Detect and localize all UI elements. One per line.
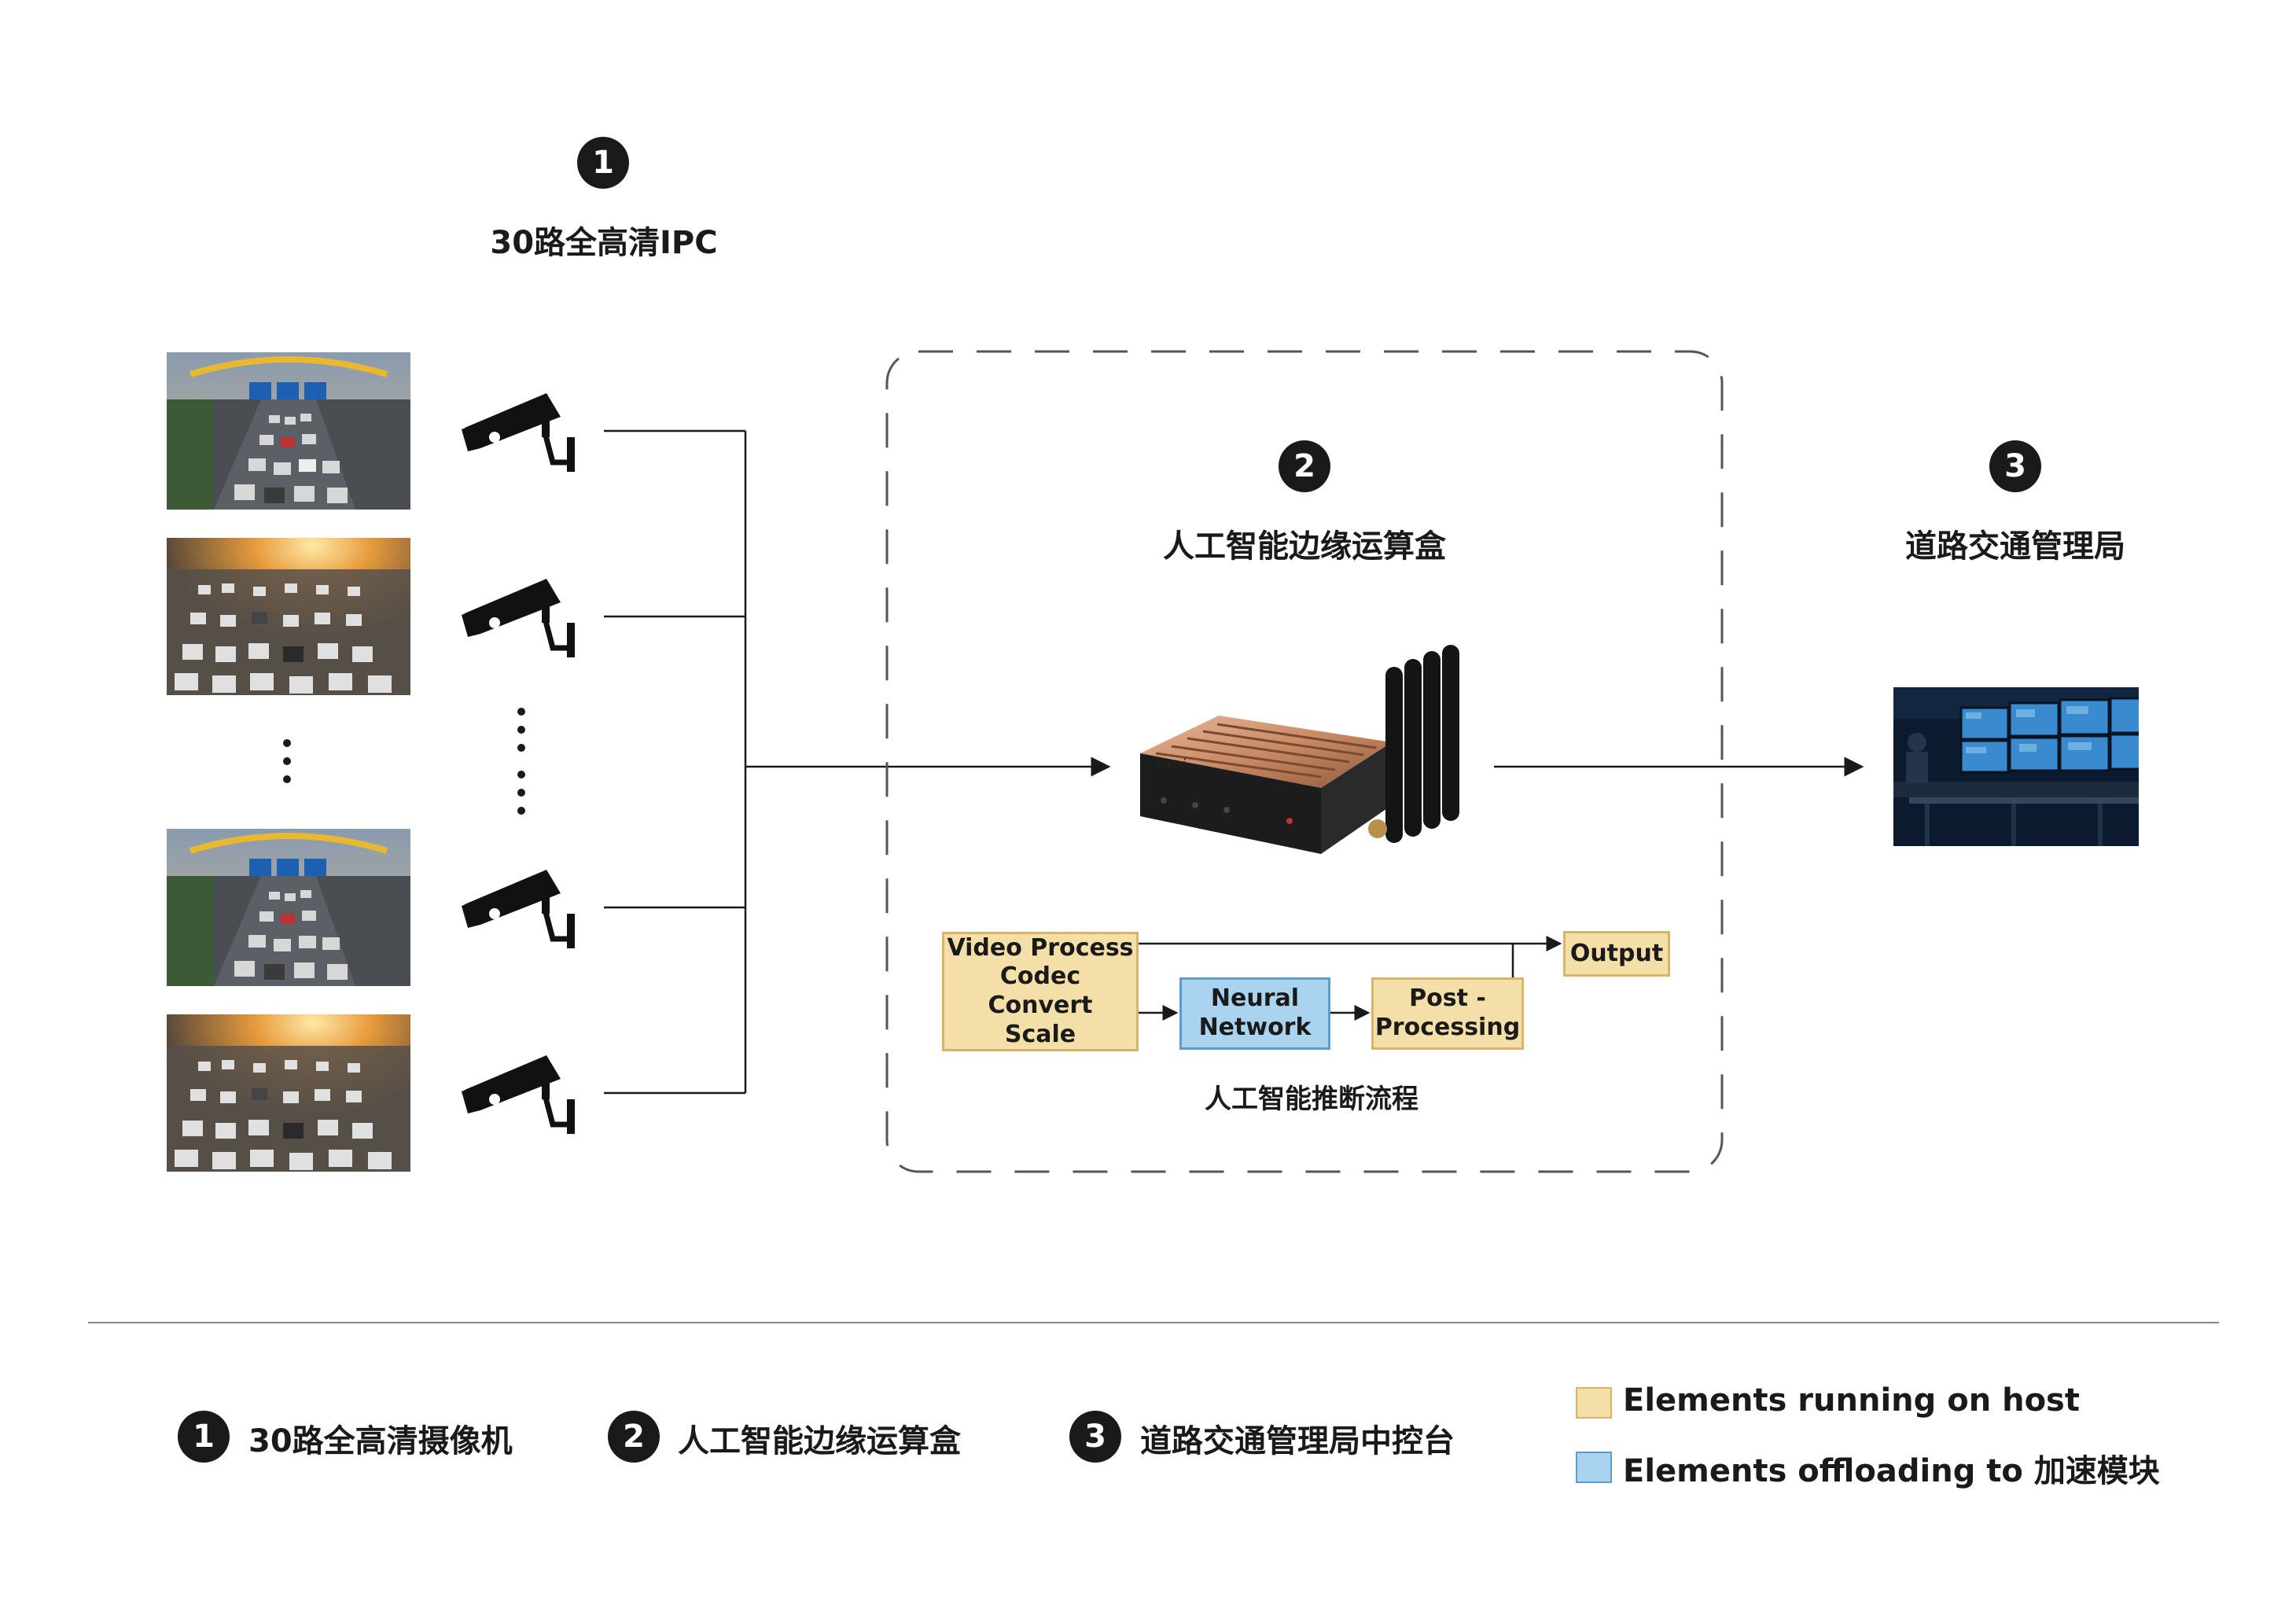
section3-title: 道路交通管理局	[1905, 528, 2125, 565]
footer-number-2: 2	[608, 1411, 660, 1463]
traffic-thumbnail	[167, 538, 410, 695]
traffic-thumbnail	[167, 1014, 410, 1172]
footer-label-3: 道路交通管理局中控台	[1140, 1423, 1455, 1459]
control-room-image	[1893, 687, 2139, 846]
footer-number-1: 1	[178, 1411, 230, 1463]
output-box: Output	[1563, 931, 1670, 977]
section2-title: 人工智能边缘运算盒	[1163, 528, 1446, 565]
video-process-line1: Video Process	[947, 933, 1134, 962]
camera-ellipsis	[517, 708, 525, 815]
cctv-camera-icon	[462, 870, 575, 948]
section3-number: 3	[1989, 440, 2041, 492]
legend-swatch-offload	[1576, 1452, 1612, 1483]
footer-label-2: 人工智能边缘运算盒	[678, 1423, 961, 1459]
video-process-box: Video Process Codec Convert Scale	[942, 932, 1139, 1051]
edge-box-device: nxvi	[1132, 643, 1478, 863]
device-brand: nxvi	[1156, 756, 1186, 773]
camera-feed-lines	[604, 429, 747, 1095]
thumb-ellipsis	[283, 739, 291, 783]
cctv-camera-icon	[462, 1055, 575, 1134]
neural-network-box: Neural Network	[1179, 977, 1330, 1050]
neural-network-line1: Neural	[1210, 984, 1300, 1013]
legend-host-label: Elements running on host	[1623, 1382, 2080, 1419]
video-process-line2: Codec Convert	[988, 962, 1093, 1019]
post-processing-line2: Processing	[1374, 1014, 1521, 1041]
section1-number: 1	[577, 137, 629, 189]
neural-network-line2: Network	[1198, 1014, 1312, 1041]
section1-title: 30路全高清IPC	[490, 225, 718, 261]
edge-box-icon: nxvi	[1140, 645, 1459, 854]
traffic-thumbnail	[167, 352, 410, 510]
footer-number-3: 3	[1069, 1411, 1121, 1463]
legend-swatch-host	[1576, 1387, 1612, 1419]
post-processing-box: Post - Processing	[1371, 977, 1524, 1050]
section2-number: 2	[1279, 440, 1330, 492]
footer-label-1: 30路全高清摄像机	[248, 1423, 513, 1459]
post-processing-line1: Post -	[1409, 984, 1486, 1013]
legend-offload-label: Elements offloading to 加速模块	[1623, 1453, 2160, 1489]
video-process-line3: Scale	[1004, 1020, 1076, 1048]
pipeline-caption: 人工智能推断流程	[1205, 1084, 1418, 1115]
cctv-camera-icon	[462, 579, 575, 657]
monitor-wall-icon	[1893, 687, 2139, 846]
cctv-camera-icon	[462, 393, 575, 472]
traffic-thumbnail	[167, 829, 410, 986]
